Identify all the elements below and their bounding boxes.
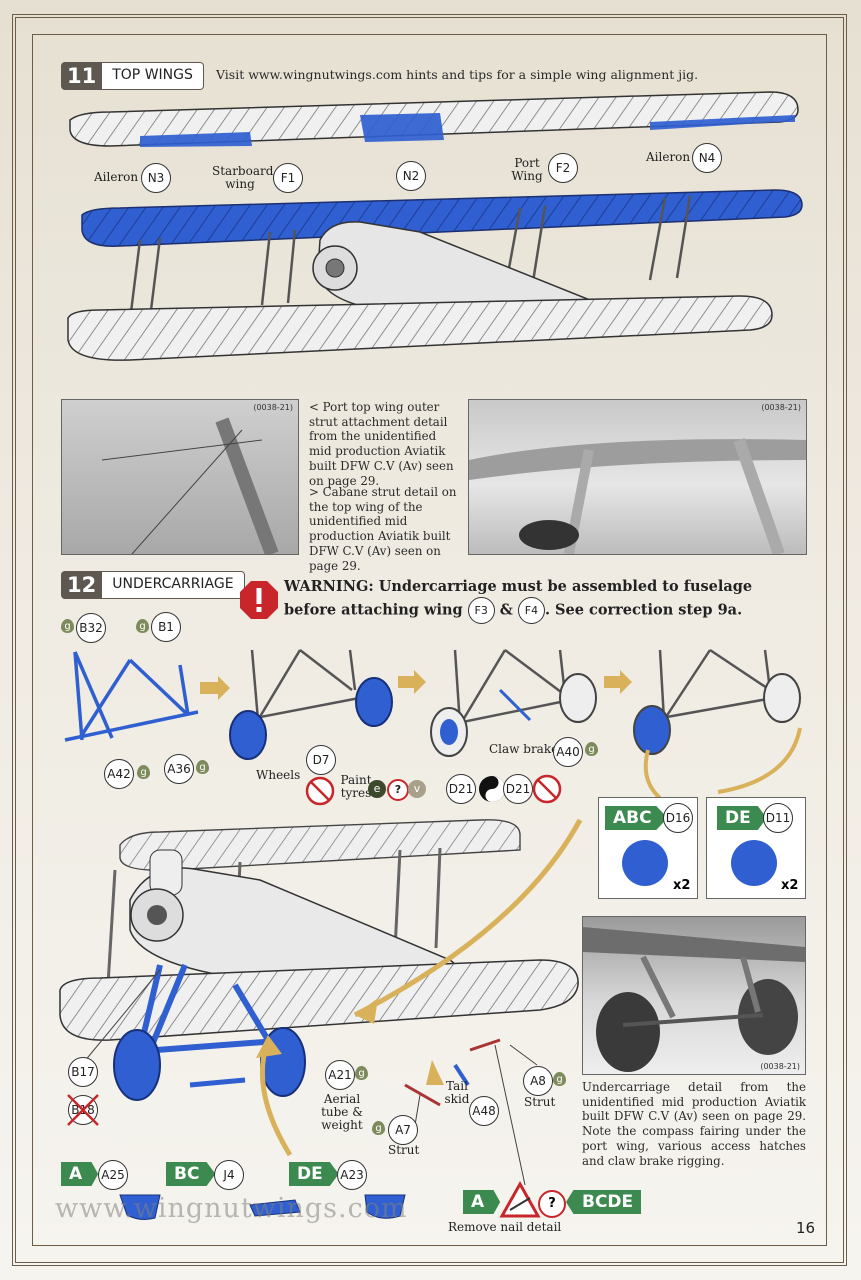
part-f1: F1 (273, 163, 303, 193)
hub-d16-shape (622, 840, 668, 886)
paint-drop-g: g (137, 765, 150, 779)
warning-text: WARNING: Undercarriage must be assembled… (284, 577, 794, 625)
option-tag-de: DE (289, 1162, 339, 1186)
part-d16: D16 (663, 803, 693, 833)
photo-strut-shape (101, 417, 279, 554)
photo-id: (0038-21) (761, 403, 801, 412)
label-strut-a8: Strut (524, 1095, 556, 1109)
unknown-option-icon: ? (538, 1190, 566, 1218)
warning-amp: & (499, 601, 513, 619)
paint-v: v (408, 780, 426, 798)
paint-drop-g: g (136, 619, 149, 633)
paint-drop-g: g (355, 1066, 368, 1080)
part-b32: B32 (76, 613, 106, 643)
warning-part1: WARNING: Undercarriage must be assembled… (284, 578, 753, 619)
wheel-option-de: DE D11 x2 (706, 797, 806, 899)
label-strut-a7: Strut (388, 1143, 420, 1157)
part-f4: F4 (517, 597, 545, 625)
photo-id: (0038-21) (760, 1062, 800, 1071)
option-tag-a: A (61, 1162, 99, 1186)
paint-drop-g: g (372, 1121, 385, 1135)
paint-drop-g: g (553, 1072, 566, 1086)
no-paint-icon (305, 776, 335, 806)
warning-part2: . See correction step 9a. (544, 601, 743, 619)
part-a23: A23 (337, 1160, 367, 1190)
label-claw-brake: Claw brake (489, 742, 559, 756)
knife-warning-icon (499, 1180, 541, 1218)
paint-drop-g: g (585, 742, 598, 756)
part-a8: A8 (523, 1066, 553, 1096)
warning-icon (240, 581, 278, 619)
qty-x2: x2 (673, 878, 691, 893)
qty-x2: x2 (781, 878, 799, 893)
label-aerial-tube: Aerial tube & weight (321, 1092, 363, 1133)
photo-strut-attachment: (0038-21) (61, 399, 299, 555)
photo-caption-strut: < Port top wing outer strut attachment d… (309, 400, 454, 488)
step-title: TOP WINGS (102, 62, 204, 90)
photo-cabane-shape (469, 438, 806, 554)
part-d21a: D21 (446, 774, 476, 804)
part-d11: D11 (763, 803, 793, 833)
photo-caption-cabane: > Cabane strut detail on the top wing of… (309, 485, 457, 573)
option-tag-bc: BC (166, 1162, 216, 1186)
step-number: 11 (61, 62, 103, 90)
undercarriage-sequence (64, 648, 802, 800)
part-a48: A48 (469, 1096, 499, 1126)
part-a42: A42 (104, 759, 134, 789)
discard-cross-icon (67, 1094, 99, 1126)
label-aileron-right: Aileron (646, 150, 691, 164)
part-a36: A36 (164, 754, 194, 784)
photo-undercarriage-shape (583, 927, 805, 1072)
page-number: 16 (796, 1219, 816, 1237)
label-wheels: Wheels (256, 768, 301, 782)
paint-drop-g: g (196, 760, 209, 774)
part-f3: F3 (467, 597, 495, 625)
label-remove-nail: Remove nail detail (448, 1220, 562, 1234)
option-tag-abc: ABC (605, 806, 668, 830)
glue-optional-icon (479, 776, 505, 802)
watermark: www.wingnutwings.com (55, 1193, 408, 1224)
option-tag-de: DE (717, 806, 767, 830)
part-n2: N2 (396, 161, 426, 191)
option-tag-a2: A (463, 1190, 501, 1214)
photo-cabane-strut: (0038-21) (468, 399, 807, 555)
photo-undercarriage: (0038-21) (582, 916, 806, 1075)
page-inner-frame (32, 34, 827, 1246)
page-frame (12, 14, 847, 1266)
part-a7: A7 (388, 1115, 418, 1145)
step-11-header: 11 TOP WINGS (61, 62, 204, 90)
part-a25: A25 (98, 1160, 128, 1190)
part-d21b: D21 (503, 774, 533, 804)
part-a21: A21 (325, 1060, 355, 1090)
part-b17: B17 (68, 1057, 98, 1087)
hub-d11-shape (731, 840, 777, 886)
fairing-parts-drawing (119, 1194, 406, 1220)
wheel-option-abc: ABC D16 x2 (598, 797, 698, 899)
step-12-header: 12 UNDERCARRIAGE (61, 571, 245, 599)
wing-jig-hint: Visit www.wingnutwings.com hints and tip… (216, 67, 699, 82)
option-tag-bcde: BCDE (566, 1190, 642, 1214)
label-aileron-left: Aileron (94, 170, 139, 184)
part-b1: B1 (151, 612, 181, 642)
label-tail-skid: Tail skid (444, 1079, 470, 1107)
label-port-wing: Port Wing (511, 156, 543, 184)
paint-e: e (368, 780, 386, 798)
step-number: 12 (61, 571, 103, 599)
photo-caption-undercarriage: Undercarriage detail from the unidentifi… (582, 1080, 806, 1168)
part-n3: N3 (141, 163, 171, 193)
part-a40: A40 (553, 737, 583, 767)
step-title: UNDERCARRIAGE (102, 571, 245, 599)
photo-id: (0038-21) (253, 403, 293, 412)
part-j4: J4 (214, 1160, 244, 1190)
label-starboard-wing: Starboard wing (212, 164, 274, 192)
label-paint-tyres: Paint tyres (340, 773, 372, 801)
paint-drop-g: g (61, 619, 74, 633)
no-glue-icon (532, 774, 562, 804)
part-d7: D7 (306, 745, 336, 775)
top-wing-drawing (67, 91, 803, 361)
part-f2: F2 (548, 153, 578, 183)
part-n4: N4 (692, 143, 722, 173)
